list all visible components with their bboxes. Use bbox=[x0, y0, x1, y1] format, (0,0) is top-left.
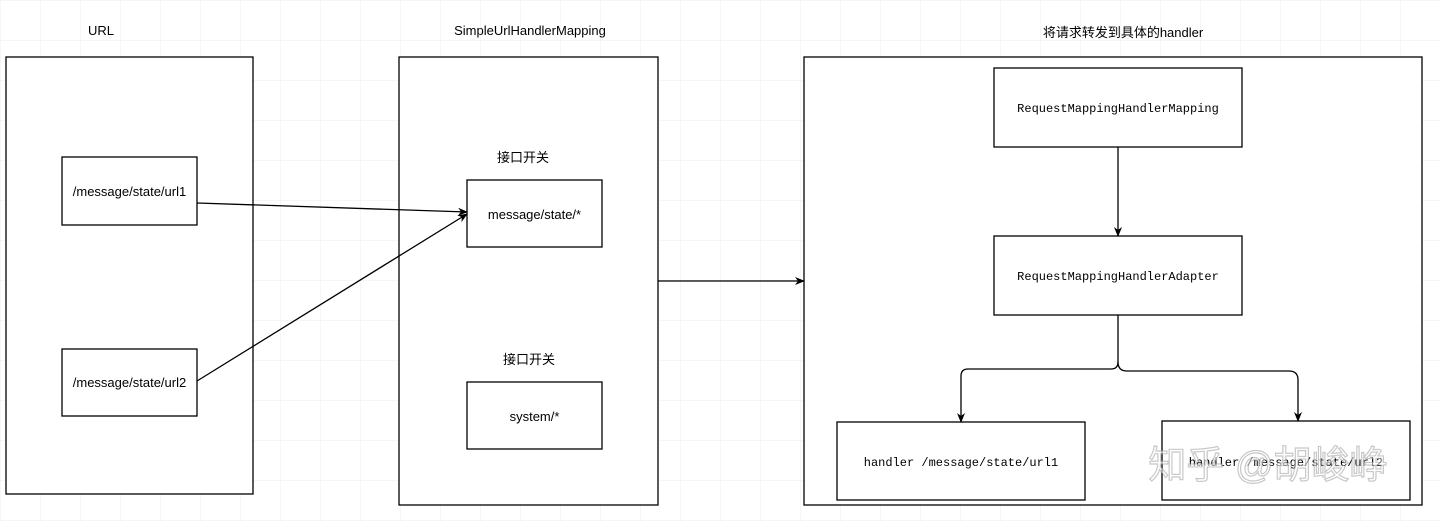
handler1-node[interactable] bbox=[836, 421, 1086, 501]
url1-node[interactable] bbox=[61, 156, 198, 226]
url2-node[interactable] bbox=[61, 348, 198, 417]
url1-label: /message/state/url1 bbox=[73, 184, 186, 199]
group1-label: 接口开关 bbox=[497, 150, 549, 165]
watermark: 知乎 @胡峻峥 bbox=[1148, 445, 1387, 487]
pattern-message-state-node[interactable] bbox=[466, 179, 603, 248]
handler2-label: handler /message/state/url2 bbox=[1189, 456, 1383, 470]
handler-adapter-label: RequestMappingHandlerAdapter bbox=[1017, 270, 1219, 284]
column-title-url: URL bbox=[88, 23, 114, 38]
pattern-message-state-label: message/state/* bbox=[488, 207, 581, 222]
handler-mapping-node[interactable] bbox=[993, 67, 1243, 148]
handler2-node[interactable] bbox=[1161, 420, 1411, 501]
handler-adapter-node[interactable] bbox=[993, 235, 1243, 316]
group2-label: 接口开关 bbox=[503, 352, 555, 367]
arrow-adapter-to-handler2 bbox=[1117, 361, 1302, 422]
handler1-label: handler /message/state/url1 bbox=[864, 456, 1058, 470]
arrow-url2-to-pattern bbox=[196, 213, 468, 382]
pattern-system-label: system/* bbox=[510, 409, 560, 424]
pattern-system-node[interactable] bbox=[466, 381, 603, 450]
column-title-mapping: SimpleUrlHandlerMapping bbox=[454, 23, 606, 38]
column-title-dispatch: 将请求转发到具体的handler bbox=[1043, 25, 1204, 40]
arrow-url1-to-pattern bbox=[196, 202, 468, 216]
url-container[interactable] bbox=[5, 56, 254, 495]
handler-mapping-label: RequestMappingHandlerMapping bbox=[1017, 102, 1219, 116]
url2-label: /message/state/url2 bbox=[73, 375, 186, 390]
